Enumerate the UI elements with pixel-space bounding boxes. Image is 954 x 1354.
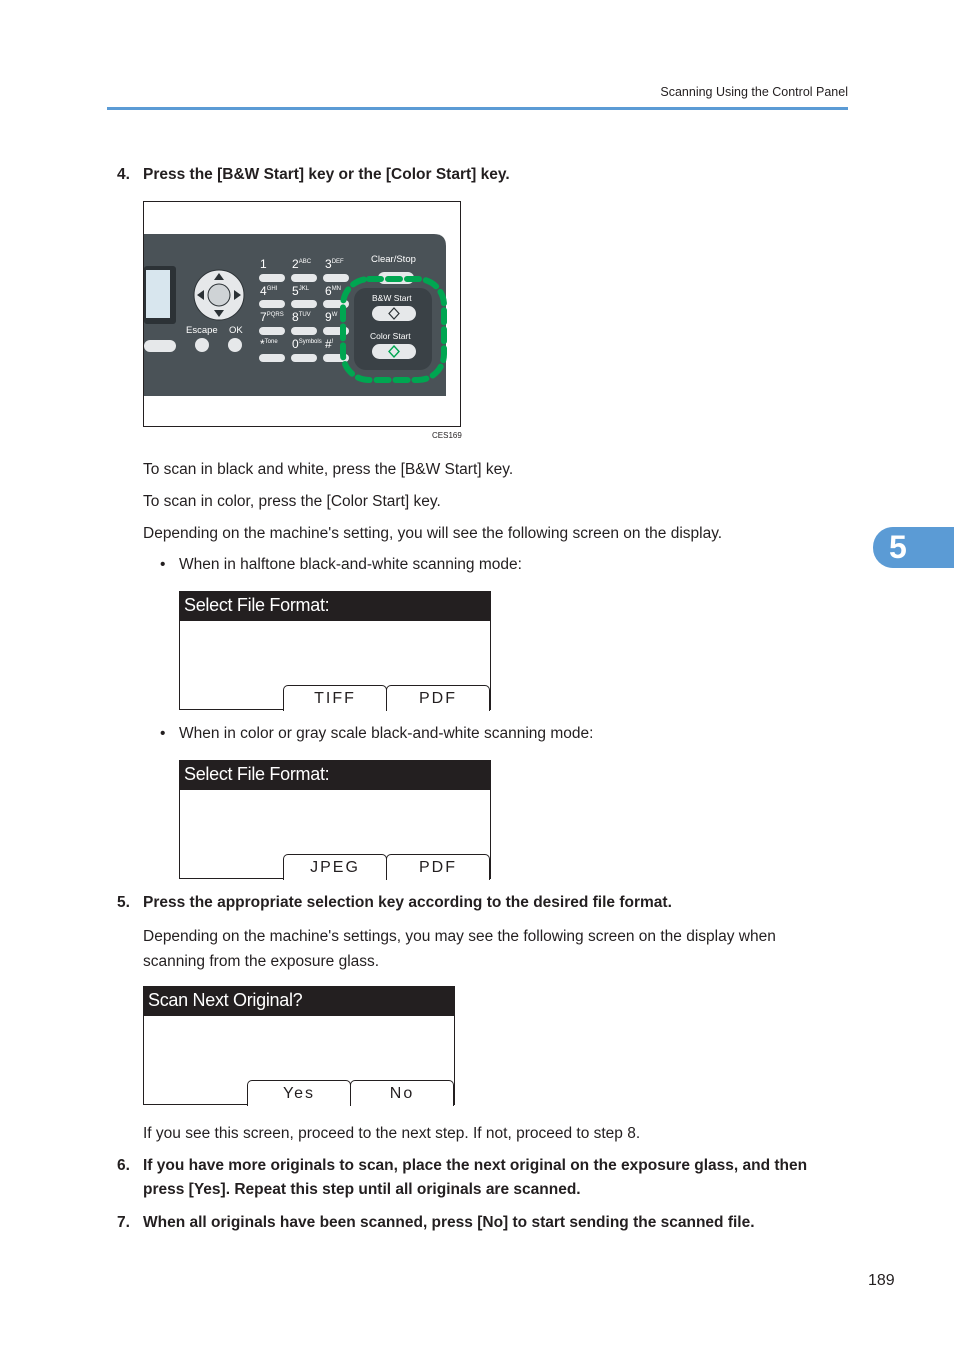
para-depending: Depending on the machine's setting, you … [143, 525, 723, 542]
nav-right-arrow [234, 290, 241, 300]
step-4: 4. Press the [B&W Start] key or the [Col… [117, 163, 837, 187]
running-header: Scanning Using the Control Panel [660, 85, 848, 99]
escape-label: Escape [186, 325, 218, 336]
pdf-key[interactable]: PDF [386, 684, 490, 711]
step-text: Press the appropriate selection key acco… [143, 894, 672, 911]
key-2: 2ABC [292, 257, 312, 271]
clear-stop-label: Clear/Stop [371, 254, 416, 265]
key-hash: #! [325, 337, 334, 351]
control-panel-illustration [144, 234, 447, 396]
step-7: 7. When all originals have been scanned,… [117, 1211, 837, 1235]
figure-id: CES169 [432, 431, 462, 440]
key-4: 4GHI [260, 284, 278, 298]
jpeg-key[interactable]: JPEG [283, 853, 387, 880]
lcd-title: Scan Next Original? [148, 990, 303, 1010]
key-9: 9W [325, 310, 338, 324]
nav-pad-center [207, 283, 231, 307]
ok-label: OK [229, 325, 243, 336]
lcd-screen-color-gray: Select File Format: JPEG PDF [179, 760, 491, 880]
tiff-key[interactable]: TIFF [283, 684, 387, 711]
ok-button [228, 338, 242, 352]
header-rule [107, 107, 848, 110]
pdf-key[interactable]: PDF [386, 853, 490, 880]
key-7: 7PQRS [260, 310, 284, 324]
chapter-number: 5 [889, 529, 907, 565]
page-number: 189 [868, 1272, 895, 1289]
nav-down-arrow [214, 310, 224, 317]
lcd-title-bar: Scan Next Original? [144, 987, 454, 1016]
yes-key[interactable]: Yes [247, 1079, 351, 1106]
lcd-title: Select File Format: [184, 595, 330, 615]
lcd-title: Select File Format: [184, 764, 330, 784]
para-depending-2: Depending on the machine's settings, you… [143, 928, 776, 970]
step-number: 7. [117, 1214, 130, 1231]
key-3: 3DEF [325, 257, 344, 271]
key-0: 0Symbols [292, 337, 322, 351]
bullet-dot: • [160, 556, 166, 573]
step-6: 6. If you have more originals to scan, p… [117, 1154, 837, 1202]
para-bw: To scan in black and white, press the [B… [143, 461, 514, 478]
step-number: 5. [117, 894, 130, 911]
bullet-dot: • [160, 725, 166, 742]
nav-up-arrow [214, 273, 224, 280]
step-5: 5. Press the appropriate selection key a… [117, 891, 837, 915]
control-panel-figure: Clear/Stop B&W Start Color Start Escape … [143, 201, 461, 427]
nav-left-arrow [197, 290, 204, 300]
key-star: *Tone [260, 337, 278, 351]
color-start-label: Color Start [370, 331, 411, 341]
step-number: 4. [117, 166, 130, 183]
scroll-button [144, 340, 176, 352]
chapter-tab: 5 [873, 527, 954, 568]
lcd-title-bar: Select File Format: [180, 592, 490, 621]
step-text: If you have more originals to scan, plac… [143, 1157, 808, 1198]
lcd-title-bar: Select File Format: [180, 761, 490, 790]
escape-button [195, 338, 209, 352]
bw-start-button [372, 306, 416, 321]
step-text: Press the [B&W Start] key or the [Color … [143, 166, 510, 183]
key-6: 6MN [325, 284, 342, 298]
color-start-button [372, 344, 416, 359]
bw-start-label: B&W Start [372, 293, 412, 303]
no-key[interactable]: No [350, 1079, 454, 1106]
lcd-screen [146, 270, 170, 318]
step-text: When all originals have been scanned, pr… [143, 1214, 755, 1231]
key-8: 8TUV [292, 310, 311, 324]
lcd-screen-scan-next: Scan Next Original? Yes No [143, 986, 455, 1106]
lcd-screen-halftone: Select File Format: TIFF PDF [179, 591, 491, 711]
para-if-see: If you see this screen, proceed to the n… [143, 1125, 641, 1142]
step-number: 6. [117, 1157, 130, 1174]
key-1: 1 [260, 257, 267, 271]
para-color: To scan in color, press the [Color Start… [143, 493, 441, 510]
highlight-ring [340, 276, 447, 383]
key-5: 5JKL [292, 284, 310, 298]
